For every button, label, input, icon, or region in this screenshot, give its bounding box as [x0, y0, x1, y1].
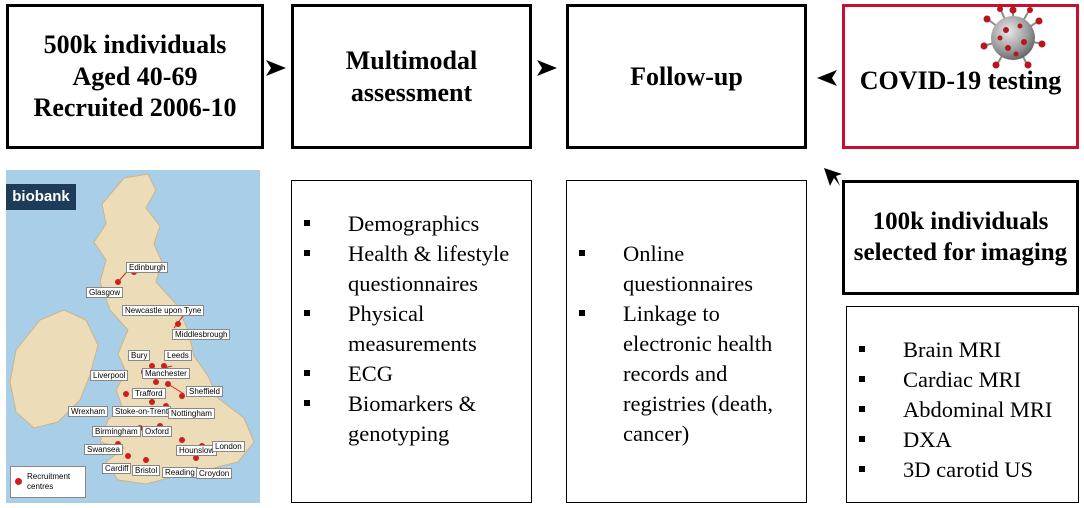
arrow-imaging-to-followup	[824, 168, 842, 186]
followup-title: Follow-up	[630, 61, 743, 91]
assessment-items: Demographics Health & lifestyle question…	[292, 209, 525, 449]
map-legend: Recruitment centres	[10, 466, 86, 498]
list-item: ECG	[292, 359, 525, 389]
city-label: Trafford	[132, 388, 166, 399]
city-label: Hounslow	[176, 445, 218, 456]
assessment-list: Demographics Health & lifestyle question…	[291, 180, 532, 503]
city-label: Newcastle upon Tyne	[122, 305, 205, 316]
cohort-box: 500k individuals Aged 40-69 Recruited 20…	[6, 4, 264, 149]
legend-label: Recruitment centres	[27, 472, 71, 491]
cohort-line-3: Recruited 2006-10	[33, 93, 237, 123]
ireland-landmass	[9, 309, 99, 429]
list-item: DXA	[847, 425, 1078, 455]
arrow-assessment-to-followup	[537, 60, 557, 76]
covid-box: COVID-19 testing	[842, 4, 1079, 149]
list-item: 3D carotid US	[847, 455, 1078, 485]
imaging-line-1: 100k individuals	[872, 208, 1049, 235]
imaging-list: Brain MRI Cardiac MRI Abdominal MRI DXA …	[846, 306, 1079, 503]
city-label: Leeds	[164, 350, 192, 361]
list-item: Brain MRI	[847, 335, 1078, 365]
city-label: Cardiff	[102, 463, 132, 474]
imaging-items: Brain MRI Cardiac MRI Abdominal MRI DXA …	[847, 335, 1078, 485]
biobank-logo: biobank	[6, 184, 76, 210]
city-label: Bury	[128, 350, 151, 361]
arrow-covid-to-followup	[817, 70, 837, 86]
city-label: Oxford	[142, 426, 173, 437]
assessment-line-2: assessment	[350, 77, 473, 107]
list-item: Physical measurements	[292, 299, 525, 359]
list-item: Online questionnaires	[567, 239, 800, 299]
legend-dot-icon	[15, 478, 22, 485]
city-label: Middlesbrough	[172, 329, 231, 340]
list-item: Biomarkers & genotyping	[292, 389, 525, 449]
imaging-box: 100k individuals selected for imaging	[842, 180, 1079, 295]
followup-box: Follow-up	[566, 4, 807, 149]
followup-items: Online questionnaires Linkage to electro…	[567, 239, 800, 449]
arrow-cohort-to-assessment	[266, 60, 286, 76]
list-item: Abdominal MRI	[847, 395, 1078, 425]
city-label: Manchester	[142, 368, 190, 379]
list-item: Demographics	[292, 209, 525, 239]
city-label: Wrexham	[68, 406, 109, 417]
list-item: Health & lifestyle questionnaires	[292, 239, 525, 299]
city-label: Stoke-on-Trent	[112, 406, 172, 417]
list-item: Linkage to electronic health records and…	[567, 299, 800, 449]
imaging-line-2: selected for imaging	[853, 238, 1068, 266]
city-label: Swansea	[84, 444, 123, 455]
city-label: Edinburgh	[126, 262, 169, 273]
list-item: Cardiac MRI	[847, 365, 1078, 395]
city-label: London	[212, 441, 245, 452]
city-label: Bristol	[132, 465, 161, 476]
city-label: Croydon	[196, 468, 233, 479]
city-label: Birmingham	[92, 426, 141, 437]
city-label: Reading	[162, 467, 198, 478]
cohort-line-2: Aged 40-69	[72, 61, 198, 91]
city-label: Glasgow	[86, 287, 124, 298]
city-label: Sheffield	[186, 386, 223, 397]
assessment-line-1: Multimodal	[345, 45, 478, 75]
city-label: Nottingham	[168, 408, 215, 419]
cohort-line-1: 500k individuals	[43, 29, 227, 59]
assessment-box: Multimodal assessment	[291, 4, 532, 149]
uk-map: biobank Edinburgh Glasgow Newcastle upon…	[6, 170, 260, 503]
city-label: Liverpool	[90, 370, 129, 381]
covid-title: COVID-19 testing	[859, 65, 1062, 95]
followup-list: Online questionnaires Linkage to electro…	[566, 180, 807, 503]
virus-icon	[980, 6, 1046, 69]
